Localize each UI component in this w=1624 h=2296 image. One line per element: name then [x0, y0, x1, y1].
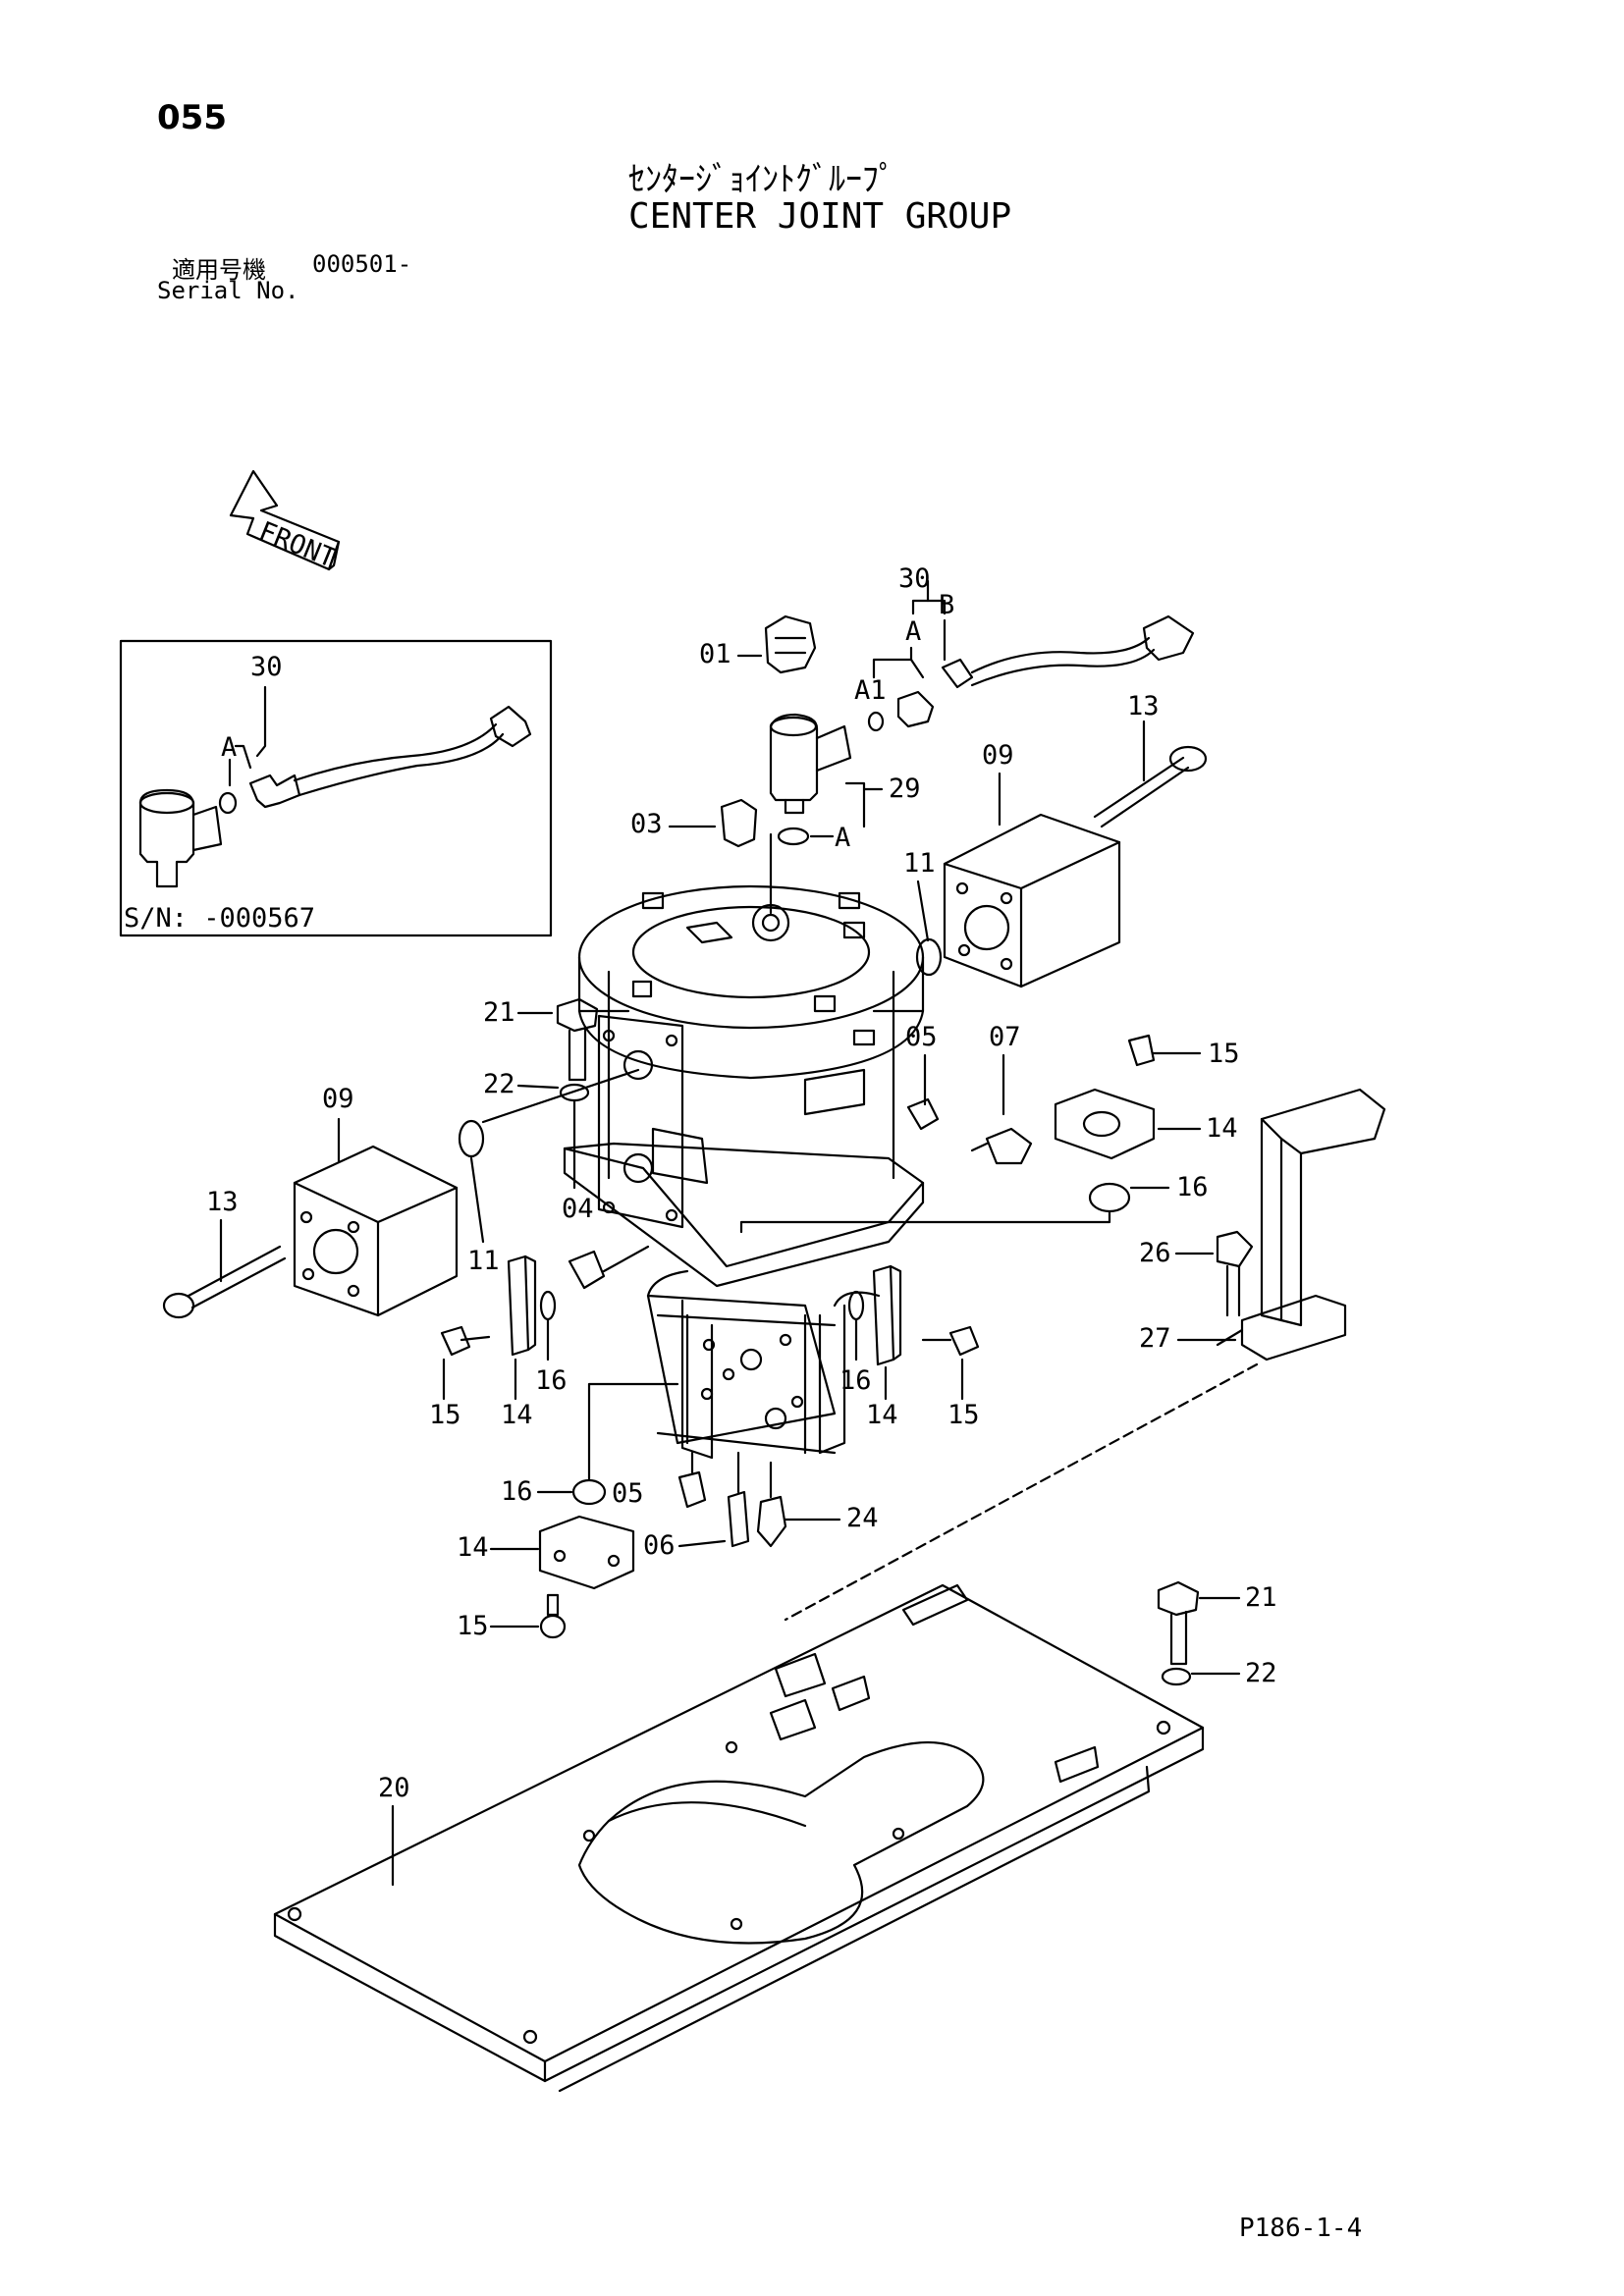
part-15-screw-right: 15 [921, 1325, 980, 1430]
callout-09-left: 09 [322, 1084, 354, 1114]
front-arrow-icon: FRONT [229, 469, 340, 574]
part-06-fitting: 06 [643, 1451, 750, 1561]
part-03-fitting: 03 [630, 798, 758, 848]
part-21-bolt-upper: 21 [483, 997, 599, 1082]
callout-06: 06 [643, 1530, 676, 1561]
part-09-block-upper: 09 [943, 740, 1121, 988]
callout-16-bottom: 16 [501, 1476, 533, 1507]
page-number: 055 [157, 98, 227, 137]
callout-22-upper: 22 [483, 1069, 515, 1099]
part-24-elbow: 24 [756, 1461, 879, 1548]
callout-22-lower: 22 [1245, 1658, 1277, 1688]
callout-13-upper: 13 [1127, 691, 1160, 721]
callout-14-bottom: 14 [457, 1532, 489, 1563]
part-14-pad-left: 14 [501, 1255, 537, 1430]
page-title: CENTER JOINT GROUP [628, 196, 1012, 237]
inset-detail-box: S/N: -000567 30 A [119, 639, 553, 937]
callout-a-top: A [905, 616, 921, 647]
callout-24: 24 [846, 1503, 879, 1533]
part-15-screw-bottom: 15 [457, 1593, 567, 1641]
callout-a1: A1 [854, 675, 887, 706]
part-07-elbow: 07 [970, 1022, 1033, 1165]
inset-callout-30: 30 [250, 652, 283, 682]
callout-15-right-top: 15 [1208, 1039, 1240, 1069]
callout-13-left: 13 [206, 1187, 239, 1217]
callout-11-left: 11 [467, 1246, 500, 1276]
serial-label-japanese: 適用号機 [172, 256, 266, 284]
callout-15-bottom: 15 [457, 1611, 489, 1641]
part-13-bolt-upper: 13 [1093, 691, 1208, 828]
callout-15-left: 15 [429, 1400, 461, 1430]
part-14-cover-right: 14 [1054, 1088, 1238, 1160]
callout-a-lower: A [835, 823, 850, 853]
callout-29: 29 [889, 774, 921, 804]
callout-04: 04 [562, 1194, 594, 1224]
sensor-assembly: 30 A B A1 [854, 563, 1195, 732]
callout-01: 01 [699, 639, 731, 669]
part-01-fitting: 01 [699, 614, 817, 674]
callout-03: 03 [630, 809, 663, 839]
callout-07: 07 [989, 1022, 1021, 1052]
part-11-oring-upper: 11 [903, 848, 943, 977]
center-joint-body [563, 832, 925, 1460]
callout-11-upper: 11 [903, 848, 936, 879]
part-13-bolt-left: 13 [162, 1187, 287, 1319]
part-05-fitting-upper: 05 [905, 1022, 940, 1131]
callout-14-right: 14 [866, 1400, 898, 1430]
part-15-screw-left: 15 [429, 1325, 491, 1430]
callout-27: 26 [1139, 1238, 1171, 1268]
callout-21-lower: 21 [1245, 1582, 1277, 1613]
part-09-block-left: 09 [293, 1084, 459, 1317]
part-21-bolt-lower: 21 [1157, 1580, 1277, 1666]
title-japanese: ｾﾝﾀｰｼﾞｮｲﾝﾄｸﾞﾙｰﾌﾟ [628, 160, 895, 199]
callout-09-upper: 09 [982, 740, 1014, 771]
callout-b: B [939, 590, 954, 620]
part-22-washer-lower: 22 [1161, 1658, 1277, 1688]
part-16-oring-right: 16 [739, 1172, 1209, 1234]
serial-label: Serial No. [157, 277, 299, 304]
part-14-cover-bottom: 14 [457, 1515, 635, 1590]
callout-15-right: 15 [947, 1400, 980, 1430]
document-code: P186-1-4 [1239, 2214, 1363, 2243]
callout-26: 27 [1139, 1323, 1171, 1354]
inset-callout-a: A [221, 732, 237, 763]
part-22-washer-upper: 22 [483, 1069, 590, 1190]
callout-14-left: 14 [501, 1400, 533, 1430]
callout-14-right-top: 14 [1206, 1113, 1238, 1144]
part-20-base-plate: 20 [273, 1583, 1205, 2093]
part-05-fitting-lower: 05 [612, 1451, 707, 1509]
part-16-oring-bottom: 16 [501, 1382, 679, 1507]
callout-20: 20 [378, 1773, 410, 1803]
part-04-fitting: 04 [562, 1194, 650, 1290]
callout-16-right-lower: 16 [839, 1365, 872, 1396]
part-11-oring-left: 11 [458, 1068, 640, 1276]
part-15-screw-right-top: 15 [1127, 1034, 1240, 1069]
part-14-pad-right: 14 [866, 1264, 902, 1430]
part-26-bracket: 27 [1139, 1088, 1386, 1362]
callout-16-left: 16 [535, 1365, 568, 1396]
serial-range: 000501- [312, 250, 412, 278]
inset-serial-label: S/N: -000567 [124, 903, 315, 934]
callout-21-upper: 21 [483, 997, 515, 1028]
part-27-bolt: 26 [1139, 1230, 1254, 1317]
callout-05-upper: 05 [905, 1022, 938, 1052]
callout-30: 30 [898, 563, 931, 594]
leader-dashed [784, 1362, 1259, 1622]
part-16-oring-left: 16 [535, 1290, 568, 1396]
part-16-oring-right-lower: 16 [839, 1290, 872, 1396]
callout-16-right-top: 16 [1176, 1172, 1209, 1202]
callout-05-lower: 05 [612, 1478, 644, 1509]
part-29-elbow: 29 A [769, 713, 921, 853]
